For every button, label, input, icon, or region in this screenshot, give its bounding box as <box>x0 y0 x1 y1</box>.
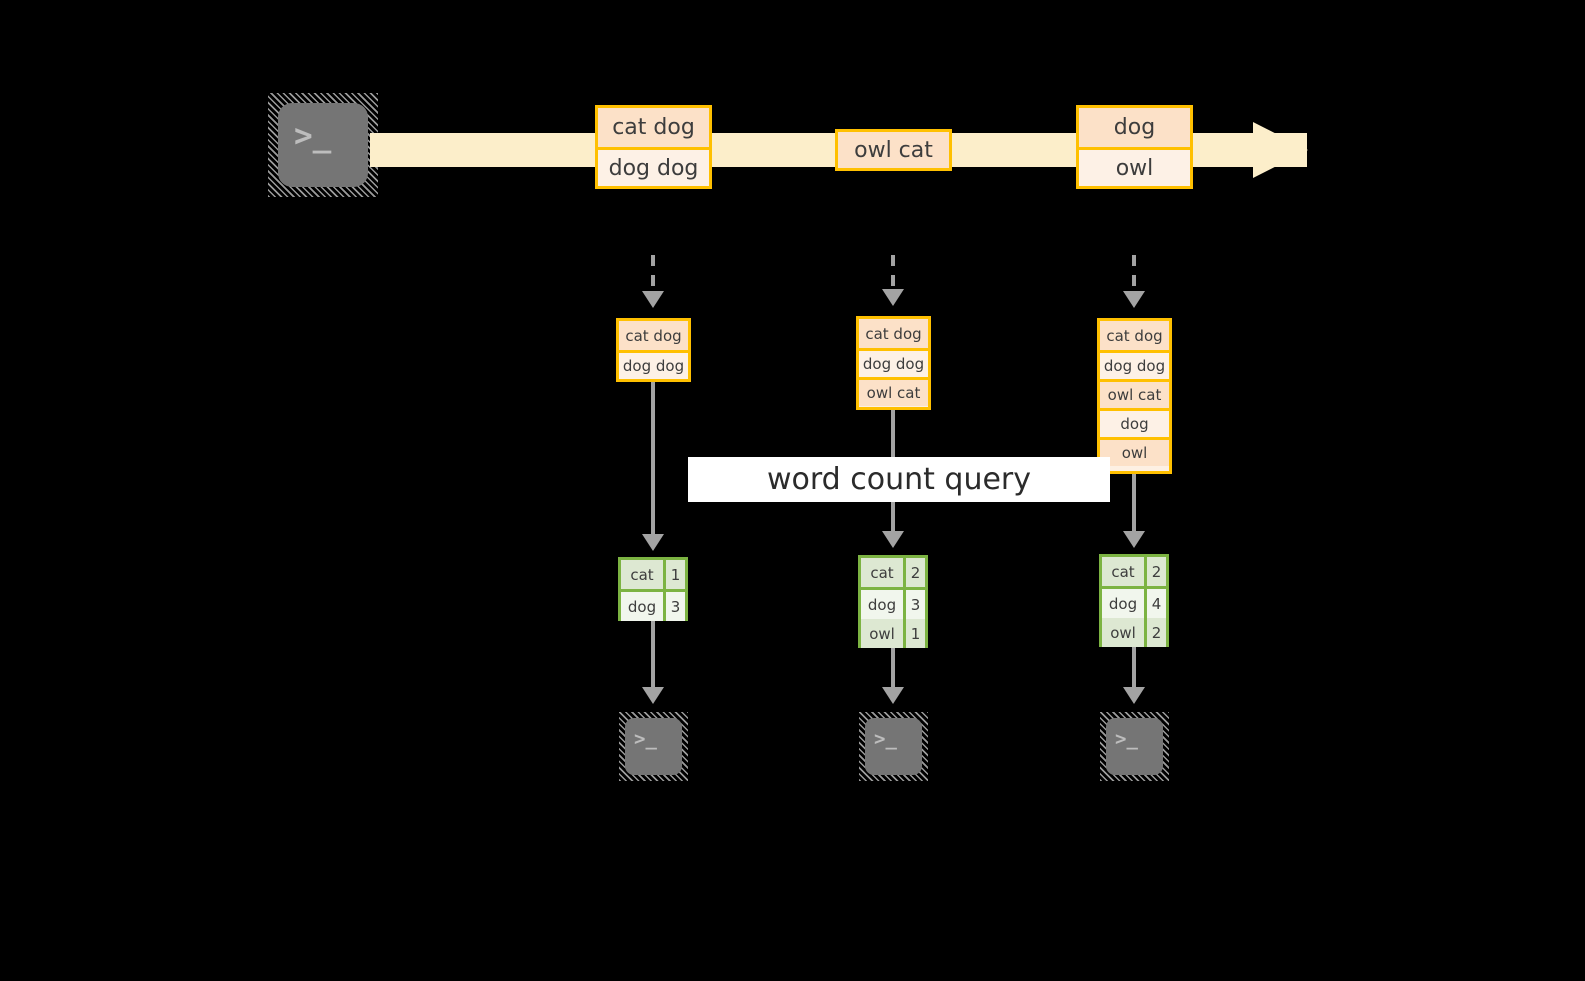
snapshot-2-result-count-2: 3 <box>903 590 925 619</box>
stream-event-2[interactable]: owl cat <box>835 129 952 171</box>
terminal-prompt-glyph: >_ <box>874 728 897 750</box>
snapshot-2-input-line-1: cat dog <box>859 319 928 348</box>
snapshot-1-sink-line <box>651 621 655 687</box>
snapshot-1-tap-line <box>651 255 655 293</box>
snapshot-3-result-row-3: owl 2 <box>1102 615 1166 647</box>
snapshot-1-input-line-1: cat dog <box>619 321 688 350</box>
snapshot-2-query-arrowhead <box>882 531 904 548</box>
snapshot-2-result-word-2: dog <box>861 590 903 619</box>
snapshot-3-input-line-2: dog dog <box>1100 350 1169 379</box>
snapshot-3-query-arrowhead <box>1123 531 1145 548</box>
query-band: word count query <box>688 457 1110 502</box>
snapshot-2-sink-arrowhead <box>882 687 904 704</box>
stream-event-1-line-2: dog dog <box>598 147 709 186</box>
snapshot-3-query-line <box>1132 474 1136 531</box>
snapshot-3-sink-arrowhead <box>1123 687 1145 704</box>
snapshot-1-result-word-1: cat <box>621 560 663 589</box>
snapshot-2-result-count-3: 1 <box>903 619 925 648</box>
snapshot-3-result-table[interactable]: cat 2 dog 4 owl 2 <box>1099 554 1169 647</box>
snapshot-2-input-box[interactable]: cat dog dog dog owl cat <box>856 316 931 410</box>
snapshot-2-result-row-3: owl 1 <box>861 616 925 648</box>
snapshot-3-result-word-1: cat <box>1102 557 1144 586</box>
snapshot-1-result-table[interactable]: cat 1 dog 3 <box>618 557 688 621</box>
snapshot-3-input-box[interactable]: cat dog dog dog owl cat dog owl <box>1097 318 1172 474</box>
snapshot-2-result-table[interactable]: cat 2 dog 3 owl 1 <box>858 555 928 648</box>
stream-timeline-arrowhead <box>1253 122 1308 178</box>
snapshot-3-sink-line <box>1132 647 1136 687</box>
terminal-prompt-glyph: >_ <box>634 728 657 750</box>
snapshot-1-input-line-2: dog dog <box>619 350 688 379</box>
stream-event-3[interactable]: dog owl <box>1076 105 1193 189</box>
snapshot-3-result-row-1: cat 2 <box>1102 557 1166 586</box>
snapshot-1-query-arrowhead <box>642 534 664 551</box>
query-band-label: word count query <box>766 462 1032 497</box>
terminal-body <box>865 718 922 775</box>
snapshot-2-tap-line <box>891 255 895 291</box>
snapshot-3-result-count-1: 2 <box>1144 557 1166 586</box>
snapshot-2-sink-terminal-icon: >_ <box>859 712 928 781</box>
snapshot-2-input-line-3: owl cat <box>859 377 928 406</box>
terminal-body <box>278 103 368 187</box>
snapshot-1-sink-terminal-icon: >_ <box>619 712 688 781</box>
terminal-prompt-glyph: >_ <box>294 118 332 154</box>
snapshot-3-result-count-2: 4 <box>1144 589 1166 618</box>
snapshot-1-result-count-1: 1 <box>663 560 685 589</box>
snapshot-3-result-word-3: owl <box>1102 618 1144 647</box>
stream-event-1[interactable]: cat dog dog dog <box>595 105 712 189</box>
stream-event-3-line-1: dog <box>1079 108 1190 147</box>
snapshot-2-input-line-2: dog dog <box>859 348 928 377</box>
snapshot-1-result-word-2: dog <box>621 592 663 621</box>
snapshot-3-input-line-4: dog <box>1100 408 1169 437</box>
terminal-body <box>1106 718 1163 775</box>
snapshot-2-sink-line <box>891 648 895 687</box>
snapshot-3-result-word-2: dog <box>1102 589 1144 618</box>
snapshot-3-input-line-5: owl <box>1100 437 1169 466</box>
snapshot-2-result-row-2: dog 3 <box>861 587 925 619</box>
snapshot-3-sink-terminal-icon: >_ <box>1100 712 1169 781</box>
snapshot-1-result-row-2: dog 3 <box>621 589 685 621</box>
source-terminal-icon: >_ <box>268 93 378 197</box>
stream-event-1-line-1: cat dog <box>598 108 709 147</box>
stream-event-3-line-2: owl <box>1079 147 1190 186</box>
terminal-body <box>625 718 682 775</box>
snapshot-1-query-line <box>651 382 655 534</box>
snapshot-3-input-line-3: owl cat <box>1100 379 1169 408</box>
snapshot-1-input-box[interactable]: cat dog dog dog <box>616 318 691 382</box>
snapshot-2-result-word-1: cat <box>861 558 903 587</box>
snapshot-2-tap-arrowhead <box>882 289 904 306</box>
snapshot-1-tap-arrowhead <box>642 291 664 308</box>
terminal-prompt-glyph: >_ <box>1115 728 1138 750</box>
snapshot-1-result-count-2: 3 <box>663 592 685 621</box>
snapshot-2-result-word-3: owl <box>861 619 903 648</box>
snapshot-2-result-count-1: 2 <box>903 558 925 587</box>
snapshot-3-input-line-1: cat dog <box>1100 321 1169 350</box>
snapshot-2-result-row-1: cat 2 <box>861 558 925 587</box>
stream-event-2-line-1: owl cat <box>838 132 949 168</box>
snapshot-1-result-row-1: cat 1 <box>621 560 685 589</box>
snapshot-3-tap-arrowhead <box>1123 291 1145 308</box>
snapshot-3-result-count-3: 2 <box>1144 618 1166 647</box>
snapshot-3-result-row-2: dog 4 <box>1102 586 1166 618</box>
snapshot-1-sink-arrowhead <box>642 687 664 704</box>
snapshot-3-tap-line <box>1132 255 1136 293</box>
